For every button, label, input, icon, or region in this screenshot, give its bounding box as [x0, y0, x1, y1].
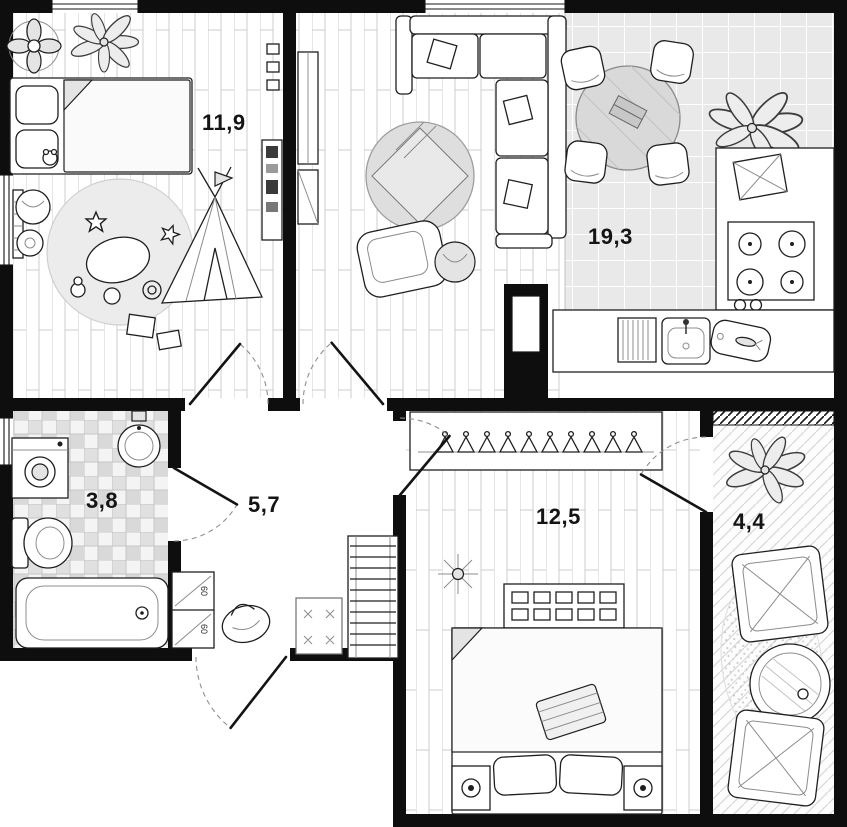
room-label-kitchen-living: 19,3	[588, 224, 633, 249]
bag-pouf	[221, 603, 271, 644]
play-tent	[160, 166, 263, 304]
bathtub	[15, 577, 169, 649]
window-kids-left	[0, 174, 13, 266]
footstool	[434, 241, 476, 283]
washing-machine	[11, 437, 69, 499]
kids-bed	[9, 77, 193, 175]
wicker-chair-top	[731, 545, 829, 643]
door-kids-room	[188, 342, 269, 406]
shelf-unit-kids	[261, 43, 283, 241]
door-balcony	[639, 436, 708, 514]
double-bed	[451, 627, 663, 815]
shoe-cabinet: 60 60	[171, 571, 215, 649]
ceiling-fan-icon	[6, 18, 62, 74]
ventilation-shaft	[504, 284, 548, 398]
kitchen-sink	[661, 317, 711, 365]
dining-table	[575, 65, 681, 171]
room-label-hallway: 5,7	[248, 492, 281, 517]
window-living	[424, 0, 566, 13]
door-living	[302, 341, 385, 406]
window-bathroom	[0, 417, 13, 466]
plant-balcony	[723, 433, 808, 507]
room-label-kids-room: 11,9	[202, 110, 246, 135]
cutting-board	[710, 319, 772, 362]
cabinet-dim-left: 60	[199, 586, 209, 596]
dresser	[503, 583, 625, 629]
room-label-balcony: 4,4	[733, 509, 766, 534]
nightstand-left	[451, 765, 491, 811]
wicker-chair-bottom	[727, 709, 825, 807]
corner-sofa	[395, 15, 567, 249]
room-label-bedroom: 12,5	[536, 504, 581, 529]
potted-plant-bedroom	[438, 554, 478, 594]
door-bedroom	[398, 417, 451, 497]
window-kids-room	[51, 0, 139, 13]
toy-pouf	[15, 189, 51, 257]
toy-blocks	[70, 276, 182, 351]
doormat	[295, 597, 343, 655]
stove	[727, 221, 815, 312]
door-entrance	[195, 655, 288, 730]
nightstand-right	[623, 765, 663, 811]
plant-kitchen	[706, 86, 805, 167]
coffee-table	[365, 121, 475, 231]
toilet	[11, 517, 73, 569]
room-label-bathroom: 3,8	[86, 488, 119, 513]
cabinet-dim-right: 60	[199, 624, 209, 634]
bathroom-sink	[117, 410, 161, 468]
plant-kids-room	[68, 11, 140, 73]
wardrobe	[409, 411, 663, 471]
cabinet-living	[297, 51, 319, 225]
drying-rack	[347, 535, 399, 659]
door-bathroom	[172, 466, 239, 542]
